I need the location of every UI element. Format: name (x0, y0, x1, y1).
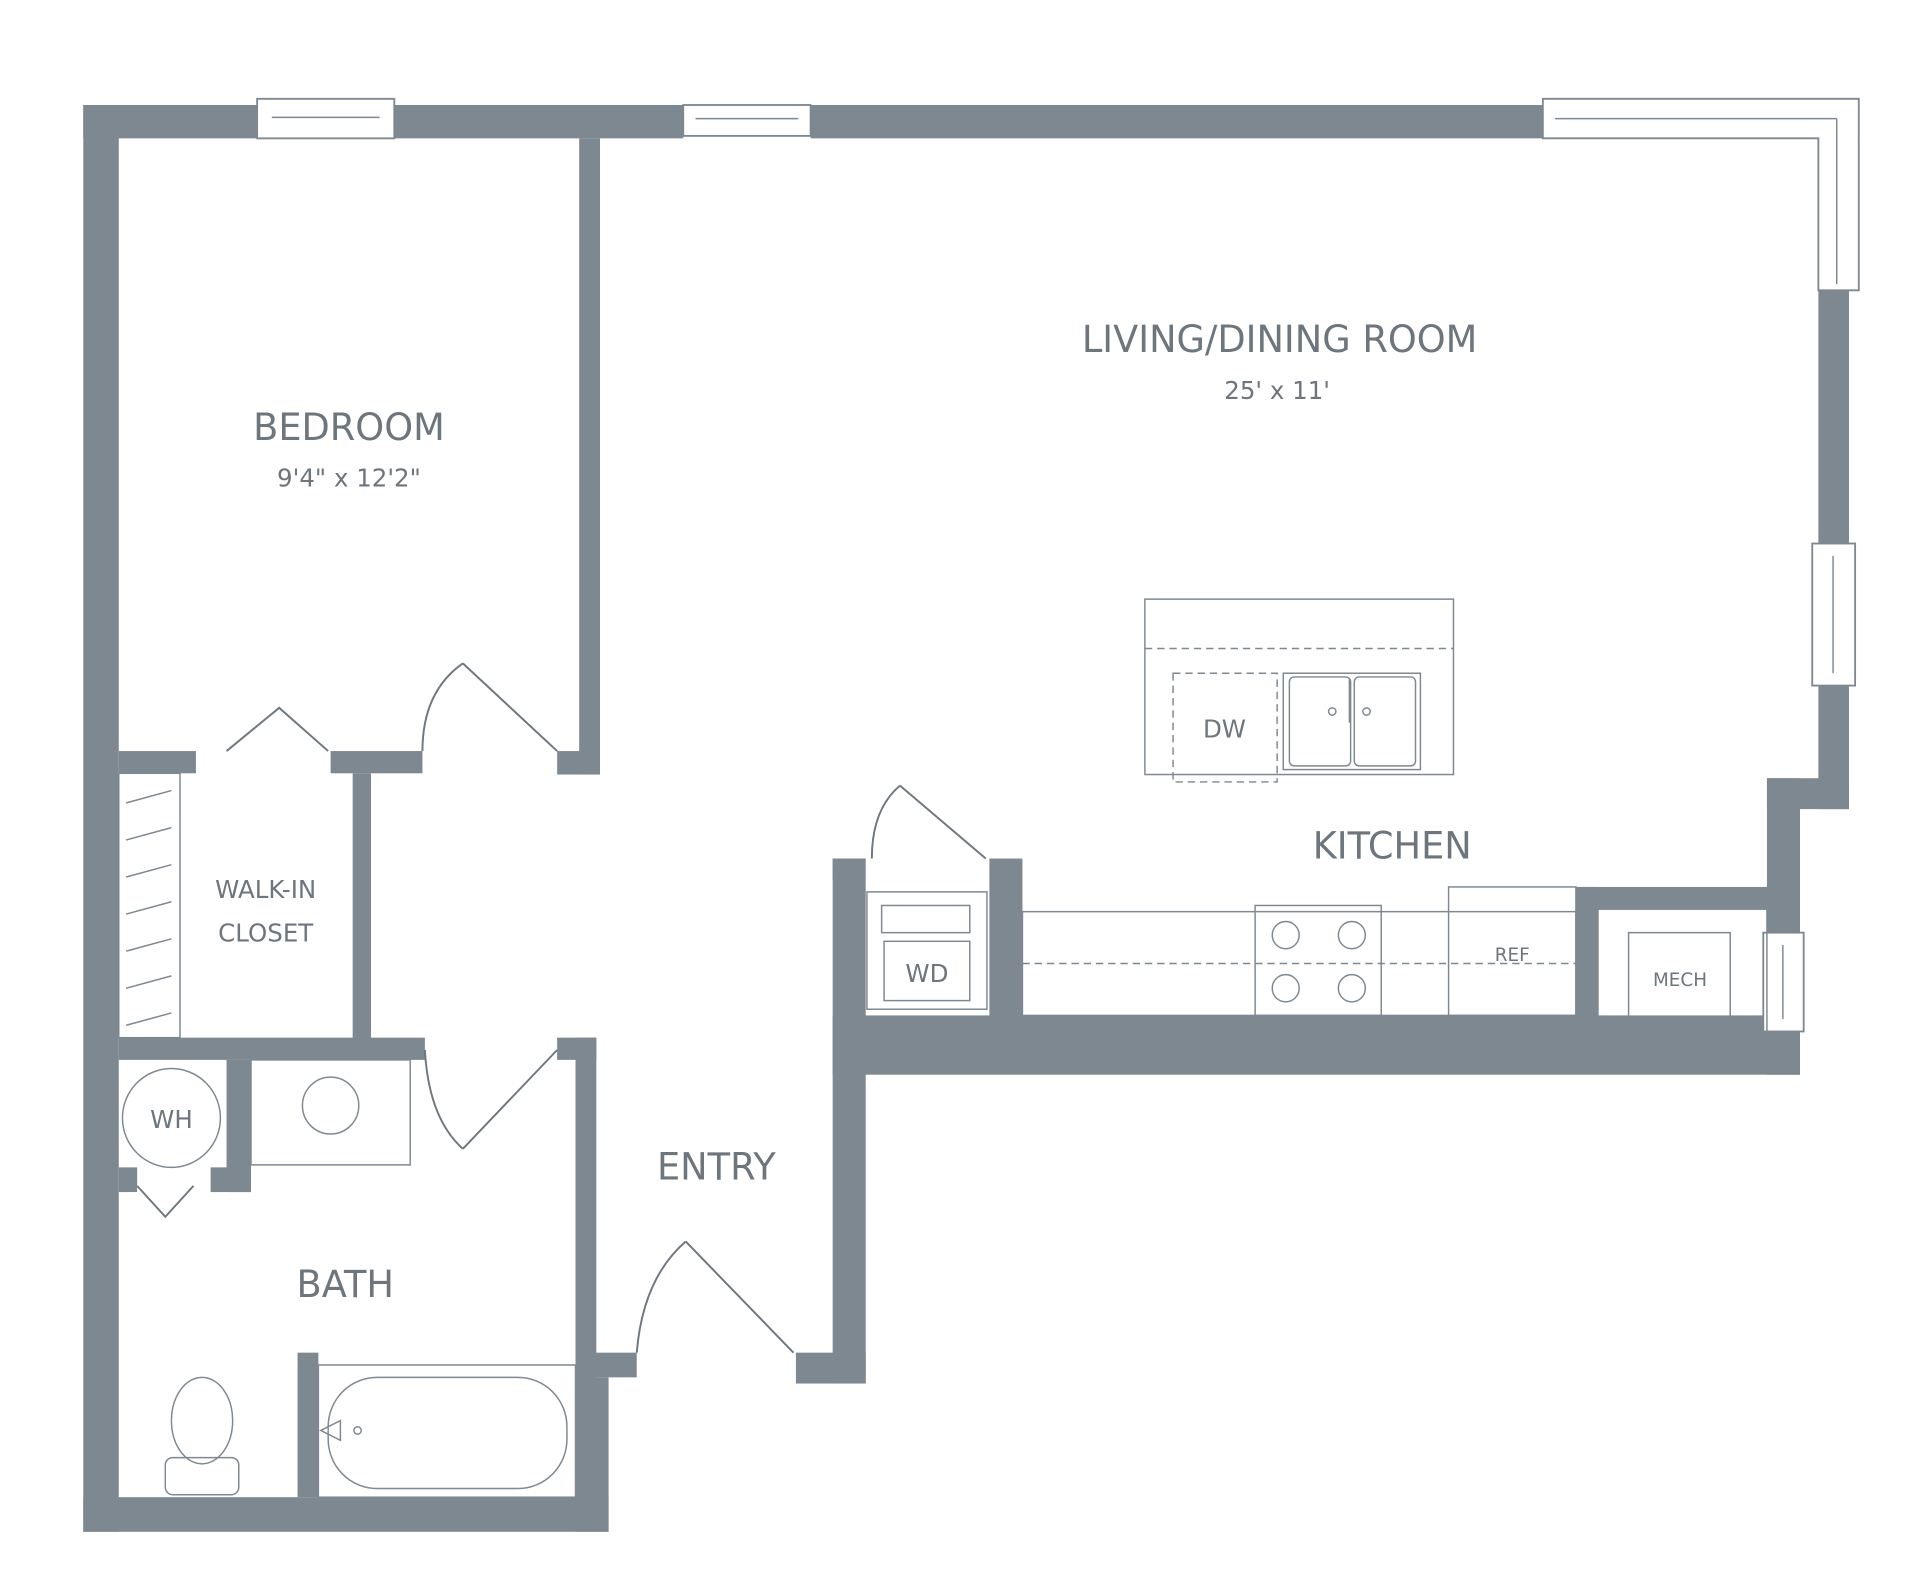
wh-label: WH (150, 1105, 193, 1134)
ref-label: REF (1495, 945, 1530, 966)
walls (83, 105, 1849, 1532)
bedroom-size: 9'4" x 12'2" (277, 464, 421, 493)
mech-label: MECH (1653, 970, 1707, 991)
bath-label: BATH (297, 1263, 394, 1306)
bedroom-label: BEDROOM (253, 406, 445, 449)
living-label: LIVING/DINING ROOM (1082, 318, 1477, 361)
living-size: 25' x 11' (1224, 376, 1330, 405)
closet-label-2: CLOSET (218, 918, 314, 947)
kitchen-label: KITCHEN (1313, 824, 1472, 867)
wd-label: WD (905, 959, 948, 988)
fixtures (118, 598, 1768, 1498)
doors (136, 662, 987, 1354)
entry-label: ENTRY (657, 1146, 776, 1189)
windows (256, 97, 1860, 1033)
dw-label: DW (1203, 714, 1246, 743)
closet-rod (125, 789, 172, 1027)
closet-label-1: WALK-IN (215, 875, 316, 904)
labels: BEDROOM 9'4" x 12'2" LIVING/DINING ROOM … (150, 318, 1707, 1306)
